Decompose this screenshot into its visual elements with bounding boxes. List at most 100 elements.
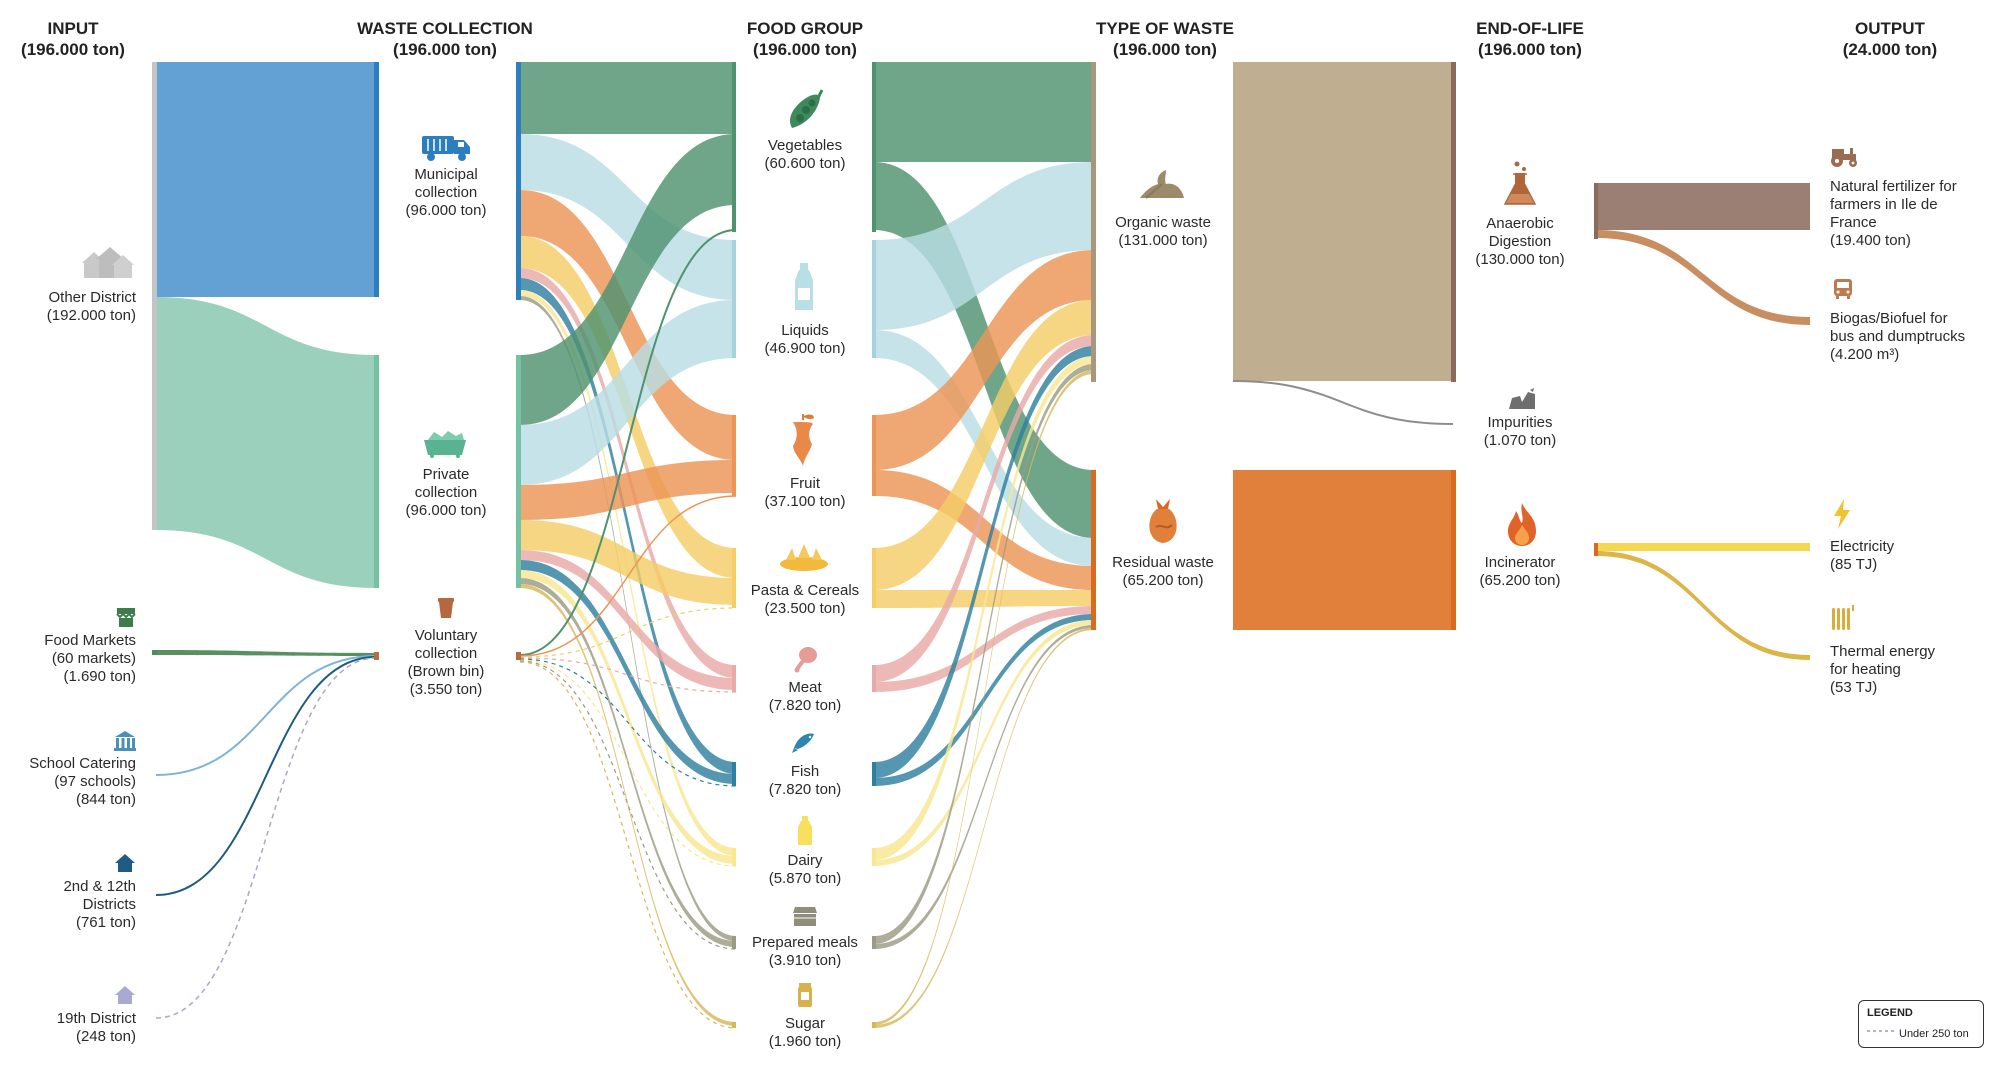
chicken-leg-icon [794, 647, 817, 673]
food-label-vegetables: Vegetables (60.600 ton) [720, 137, 890, 173]
node-bar-prepared-in [732, 936, 736, 949]
output-label-thermal: Thermal energy for heating (53 TJ) [1830, 643, 2000, 697]
node-value: (1.960 ton) [768, 1033, 842, 1050]
milk-bottle-icon [795, 263, 813, 310]
node-bar-fruit-in [732, 415, 736, 496]
column-header-input: INPUT (196.000 ton) [10, 18, 136, 60]
output-label-fertilizer: Natural fertilizer for farmers in Ile de… [1830, 178, 2000, 250]
node-name: Private [422, 466, 470, 483]
flow-private-dairy [520, 570, 736, 864]
node-bar-vegetables-in [732, 62, 736, 232]
flow-dairy-organic [874, 356, 1094, 860]
column-total: (196.000 ton) [1113, 40, 1217, 59]
node-value: (65.200 ton) [1479, 572, 1561, 589]
flow-prepared-organic [874, 364, 1094, 944]
flow-district212-to-voluntary [155, 656, 377, 896]
node-value: (844 ton) [75, 791, 136, 808]
flow-pasta-organic [874, 300, 1094, 590]
legend-title: LEGEND [1867, 1007, 1913, 1019]
tractor-icon [1831, 148, 1857, 167]
node-value: (761 ton) [75, 914, 136, 931]
node-bar-fish-out [872, 762, 876, 786]
node-bar-organic-in [1091, 62, 1096, 382]
flask-icon [1503, 161, 1537, 205]
node-bar-markets [152, 650, 157, 655]
node-value: (65.200 ton) [1122, 572, 1204, 589]
node-name: 2nd & 12th [63, 878, 136, 895]
input-label-markets: Food Markets (60 markets) (1.690 ton) [10, 632, 136, 686]
column-total: (196.000 ton) [753, 40, 857, 59]
node-value: (1.070 ton) [1483, 432, 1557, 449]
input-label-district19: 19th District (248 ton) [10, 1010, 136, 1046]
house-icon [115, 986, 135, 1004]
node-name: Dairy [787, 852, 823, 869]
flow-incinerator-electricity [1596, 543, 1810, 551]
food-label-fish: Fish (7.820 ton) [720, 763, 890, 799]
collection-label-municipal: Municipal collection (96.000 ton) [370, 166, 522, 220]
node-name: for heating [1830, 661, 1901, 678]
output-label-electricity: Electricity (85 TJ) [1830, 538, 2000, 574]
flow-fruit-residual [874, 470, 1094, 590]
flow-district19-to-voluntary [155, 657, 377, 1019]
node-name: Liquids [781, 322, 829, 339]
flow-private-pasta [520, 520, 736, 605]
garbage-truck-icon [422, 136, 470, 161]
node-value: (3.910 ton) [768, 952, 842, 969]
node-bar-private-in [374, 355, 379, 588]
flow-fish-organic [874, 346, 1094, 778]
flow-voluntary-pasta [519, 607, 737, 658]
node-detail: (60 markets) [51, 650, 136, 667]
node-name: Thermal energy [1830, 643, 1936, 660]
column-total: (196.000 ton) [1478, 40, 1582, 59]
node-bar-residual-in [1091, 470, 1096, 630]
node-bar-private-out [516, 355, 521, 588]
node-detail: collection [414, 184, 478, 201]
apple-core-icon [793, 414, 814, 466]
flow-dairy-residual [874, 620, 1094, 866]
output-label-biogas: Biogas/Biofuel for bus and dumptrucks (4… [1830, 310, 2000, 364]
collection-label-private: Private collection (96.000 ton) [370, 466, 522, 520]
node-bar-anaerobic [1451, 62, 1456, 382]
node-bar-pasta-out [872, 548, 876, 608]
bus-icon [1834, 279, 1852, 299]
food-label-meat: Meat (7.820 ton) [720, 679, 890, 715]
node-value: (4.200 m³) [1830, 346, 1900, 363]
pasta-icon [780, 544, 828, 571]
flow-voluntary-prepared [519, 660, 737, 950]
eol-label-impurities: Impurities (1.070 ton) [1440, 414, 1600, 450]
column-title: WASTE COLLECTION [357, 19, 533, 38]
node-name: Fruit [790, 475, 820, 492]
column-header-waste: TYPE OF WASTE (196.000 ton) [1075, 18, 1255, 60]
column-title: OUTPUT [1855, 19, 1925, 38]
node-value: (23.500 ton) [764, 600, 846, 617]
flow-private-vegetables [520, 134, 736, 425]
house-icon [115, 854, 135, 872]
node-name: Vegetables [767, 137, 843, 154]
node-name: bus and dumptrucks [1830, 328, 1966, 345]
node-bar-voluntary-in [374, 652, 379, 660]
takeaway-box-icon [793, 907, 817, 926]
node-bar-incinerator-out [1594, 543, 1598, 556]
node-name: Food Markets [44, 632, 136, 649]
node-name: School Catering [29, 755, 136, 772]
node-detail: collection [414, 645, 478, 662]
flow-voluntary-dairy [519, 659, 737, 867]
node-bar-sugar-in [732, 1022, 736, 1028]
node-name: Electricity [1830, 538, 1895, 555]
column-total: (24.000 ton) [1842, 40, 1938, 59]
input-label-school: School Catering (97 schools) (844 ton) [10, 755, 136, 809]
node-name: Organic waste [1115, 214, 1211, 231]
node-bar-incinerator [1451, 470, 1456, 630]
flow-municipal-fish [520, 278, 736, 774]
flow-voluntary-fish [519, 658, 737, 787]
flow-voluntary-vegetables [519, 229, 737, 656]
flow-voluntary-meat [519, 657, 737, 693]
node-bar-sugar-out [872, 1022, 876, 1028]
node-bar-anaerobic-out [1594, 183, 1598, 239]
flow-private-prepared [520, 578, 736, 947]
legend-box: LEGEND Under 250 ton [1858, 1000, 1984, 1048]
flow-private-sugar [520, 584, 736, 1026]
flow-fish-residual [874, 614, 1094, 786]
node-name: Pasta & Cereals [750, 582, 860, 599]
flow-school-to-voluntary [155, 655, 377, 776]
